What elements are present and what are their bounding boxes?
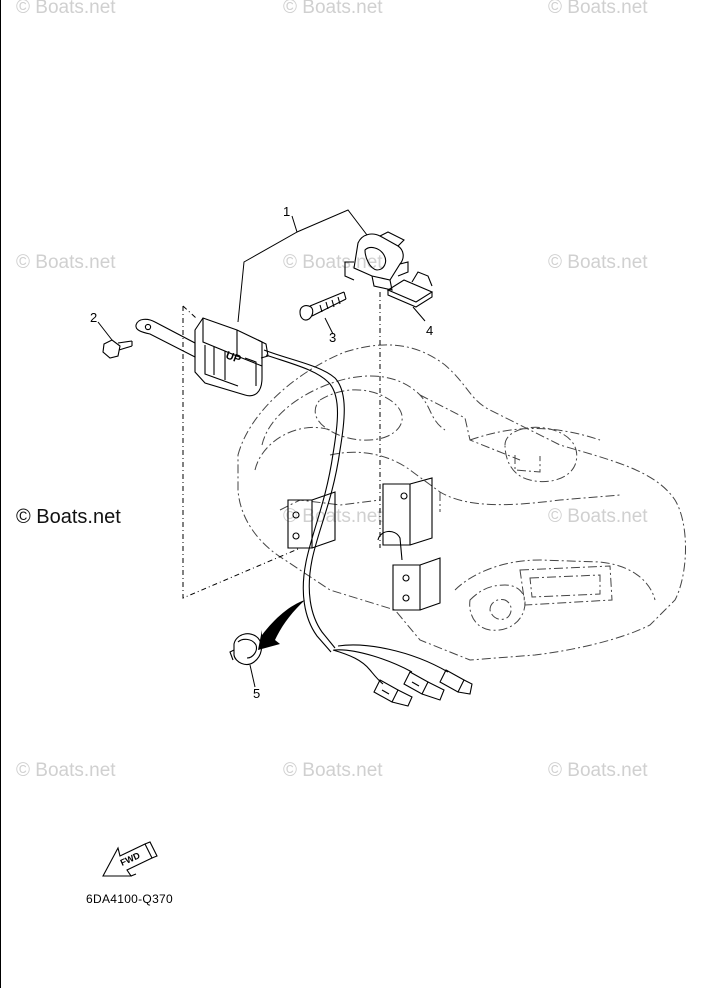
- watermark: © Boats.net: [283, 506, 383, 527]
- fwd-arrow-icon: [102, 841, 158, 877]
- watermark: © Boats.net: [16, 0, 116, 18]
- watermark: © Boats.net: [283, 0, 383, 18]
- clip-part-4: [386, 271, 434, 322]
- engine-mount-bosses: [287, 477, 441, 611]
- watermark: © Boats.net: [16, 252, 116, 273]
- bolt-part-2: [97, 321, 133, 359]
- callout-4: 4: [426, 323, 434, 338]
- watermark: © Boats.net: [16, 760, 116, 781]
- fwd-marking: FWD: [119, 850, 142, 868]
- watermark: © Boats.net: [548, 760, 648, 781]
- diagram-part-code: 6DA4100-Q370: [86, 892, 173, 906]
- callout-2: 2: [90, 310, 98, 325]
- trim-sensor-body: [135, 317, 269, 397]
- assembly-dash-lines: [182, 292, 381, 599]
- callout-1: 1: [283, 204, 291, 219]
- callout-1-leader: [237, 209, 368, 323]
- watermark: © Boats.net: [283, 252, 383, 273]
- watermark: © Boats.net: [548, 506, 648, 527]
- screw-part-3: [299, 291, 347, 335]
- clamp-part-5: [229, 633, 263, 688]
- trim-sensor-cam: [344, 231, 409, 291]
- harness-connectors: [373, 669, 473, 707]
- watermark-strong: © Boats.net: [16, 506, 121, 528]
- watermark: © Boats.net: [548, 0, 648, 18]
- watermark: © Boats.net: [283, 760, 383, 781]
- engine-block-outline: [237, 344, 686, 661]
- callout-3: 3: [329, 330, 337, 345]
- install-arrow: [258, 600, 305, 650]
- sensor-up-marking: UP: [224, 350, 242, 367]
- watermark: © Boats.net: [548, 252, 648, 273]
- callout-5: 5: [253, 686, 261, 701]
- sensor-wire-harness: [263, 349, 449, 685]
